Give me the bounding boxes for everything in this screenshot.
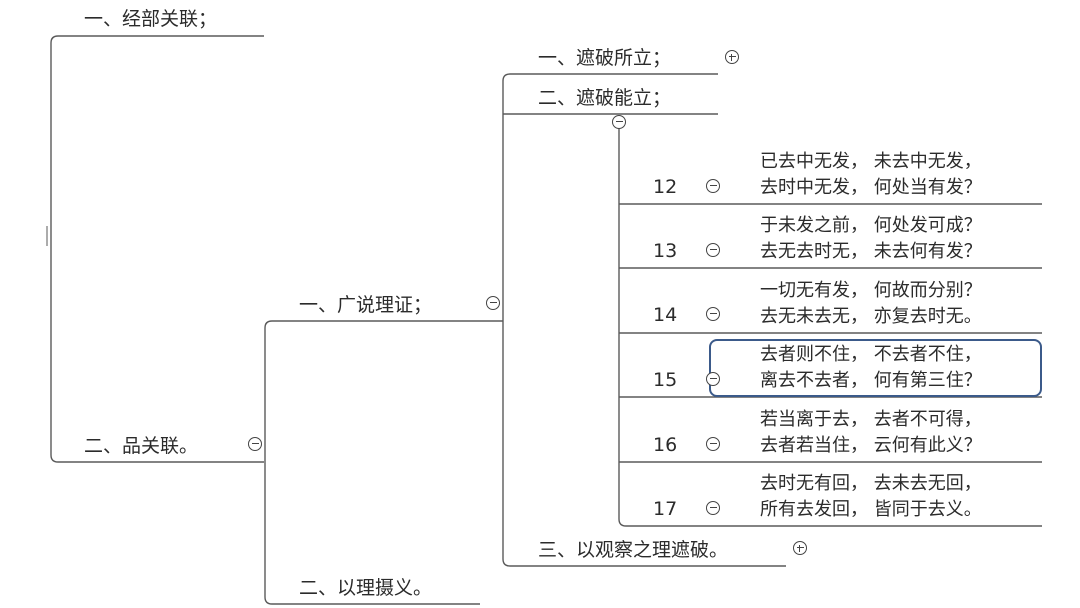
root-bracket-line [50,35,264,463]
verse-number: 17 [653,498,678,520]
verse-number: 12 [653,176,678,198]
collapse-minus-icon[interactable] [706,179,720,193]
collapse-minus-icon[interactable] [612,115,626,129]
level2-bracket-line [264,320,503,605]
collapse-minus-icon[interactable] [706,372,720,386]
verse-line[interactable]: 于未发之前， 何处发可成？ [760,215,982,236]
expand-plus-icon[interactable] [725,50,739,64]
verse-number: 15 [653,369,678,391]
verse-line[interactable]: 离去不去者， 何有第三住？ [760,370,982,391]
verse-spine-line [618,125,1042,527]
verse-line[interactable]: 去时中无发， 何处当有发？ [760,177,982,198]
root-branch-label[interactable]: 二、品关联。 [84,435,199,457]
level3-label[interactable]: 三、以观察之理遮破。 [538,539,729,561]
verse-line[interactable]: 一切无有发， 何故而分别？ [760,280,982,301]
verse-line[interactable]: 已去中无发， 未去中无发， [760,151,982,172]
root-branch-label[interactable]: 一、经部关联； [84,8,218,30]
verse-number: 14 [653,304,678,326]
collapse-minus-icon[interactable] [248,437,262,451]
expand-plus-icon[interactable] [793,541,807,555]
verse-number: 13 [653,240,678,262]
collapse-minus-icon[interactable] [706,437,720,451]
verse-line[interactable]: 所有去发回， 皆同于去义。 [760,499,982,520]
collapse-minus-icon[interactable] [486,296,500,310]
level3-label[interactable]: 一、遮破所立； [538,47,672,69]
verse-line[interactable]: 去者则不住， 不去者不住， [760,344,982,365]
level3-label[interactable]: 二、遮破能立； [538,87,672,109]
verse-line[interactable]: 去无未去无， 亦复去时无。 [760,306,982,327]
verse-line[interactable]: 若当离于去， 去者不可得， [760,409,982,430]
verse-line[interactable]: 去无去时无， 未去何有发？ [760,241,982,262]
selected-verse-highlight [709,339,1042,397]
collapse-minus-icon[interactable] [706,501,720,515]
verse-line[interactable]: 去者若当住， 云何有此义？ [760,435,982,456]
level2-label[interactable]: 一、广说理证； [299,294,433,316]
level3-bracket-line [502,73,786,567]
collapse-minus-icon[interactable] [706,307,720,321]
level2-label[interactable]: 二、以理摄义。 [299,577,433,599]
collapse-minus-icon[interactable] [706,243,720,257]
verse-number: 16 [653,434,678,456]
verse-line[interactable]: 去时无有回， 去未去无回， [760,473,982,494]
